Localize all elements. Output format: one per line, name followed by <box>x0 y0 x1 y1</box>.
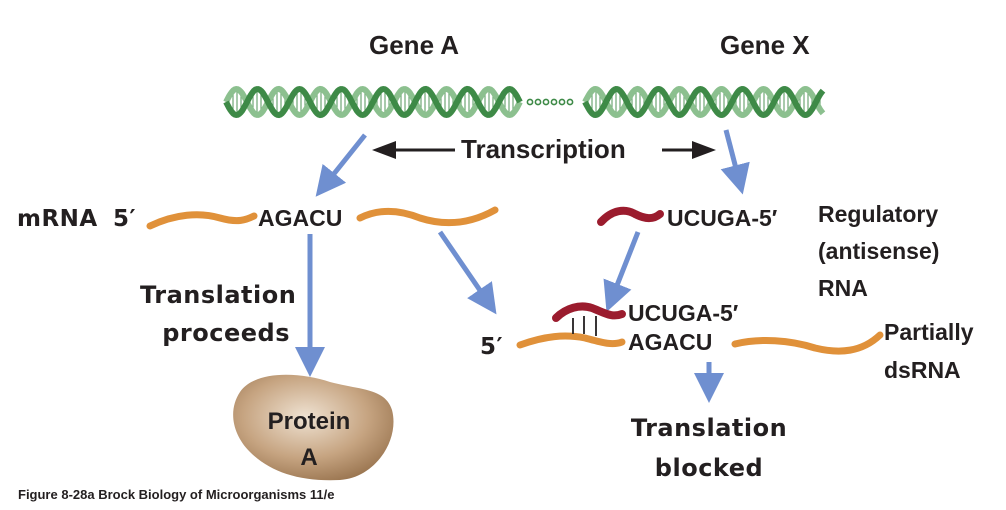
gap-dot <box>526 98 534 106</box>
dna-backbone-strand <box>582 85 826 119</box>
partially-dsrna-line-2: dsRNA <box>884 357 961 383</box>
arrow-gene-a-to-mrna <box>315 133 367 197</box>
partially-dsrna-label: Partially dsRNA <box>884 313 974 389</box>
mrna-strand-right-segment <box>356 206 499 227</box>
gene-x-label: Gene X <box>720 30 810 60</box>
transcription-label: Transcription <box>461 134 626 164</box>
duplex-top-sequence: UCUGA-5′ <box>628 300 739 326</box>
regulatory-label-line-3: RNA <box>818 275 868 301</box>
regulatory-label-line-1: Regulatory <box>818 201 939 227</box>
duplex-five-prime-label: 5′ <box>480 334 504 360</box>
duplex-mrna-right-segment <box>731 331 884 355</box>
antisense-rna-strand <box>597 206 664 226</box>
duplex-antisense-strand <box>552 302 626 322</box>
dna-gap-dots <box>526 98 574 106</box>
dna-backbone-strand <box>582 85 826 119</box>
mrna-strand-left-segment <box>146 211 258 230</box>
regulatory-label-line-2: (antisense) <box>818 238 940 264</box>
arrow-antisense-to-duplex <box>603 231 641 312</box>
dna-helix-gene-x <box>582 85 826 119</box>
duplex-bottom-sequence: AGACU <box>628 329 713 355</box>
duplex-mrna-left-segment <box>516 332 626 349</box>
gap-dot <box>558 98 566 106</box>
partially-dsrna-line-1: Partially <box>884 319 974 345</box>
regulatory-rna-label: Regulatory (antisense) RNA <box>818 196 939 307</box>
translation-proceeds-line-1: Translation <box>140 281 297 309</box>
figure-caption: Figure 8-28a Brock Biology of Microorgan… <box>18 487 335 502</box>
translation-blocked-line-1: Translation <box>630 414 788 442</box>
arrow-mrna-to-duplex <box>437 230 497 315</box>
mrna-label: mRNA <box>17 206 98 232</box>
protein-label-line-1: Protein <box>267 408 351 435</box>
gap-dot <box>550 98 558 106</box>
protein-label-line-2: A <box>300 444 318 471</box>
translation-blocked-label: Translation blocked <box>630 408 788 488</box>
protein-a-label: Protein A <box>254 404 364 476</box>
mrna-sequence: AGACU <box>258 205 343 231</box>
dna-helix-gene-a <box>223 85 523 119</box>
gene-a-label: Gene A <box>369 30 460 60</box>
gap-dot <box>534 98 542 106</box>
gap-dot <box>566 98 574 106</box>
translation-blocked-line-2: blocked <box>654 454 764 482</box>
antisense-sequence: UCUGA-5′ <box>667 205 778 231</box>
protein-a-shape <box>233 374 394 481</box>
translation-proceeds-line-2: proceeds <box>162 319 290 347</box>
translation-proceeds-label: Translation proceeds <box>140 276 297 352</box>
gap-dot <box>542 98 550 106</box>
mrna-five-prime-label: 5′ <box>113 206 137 232</box>
arrow-gene-x-to-antisense <box>720 129 750 195</box>
dna-backbone-strand <box>223 85 523 119</box>
